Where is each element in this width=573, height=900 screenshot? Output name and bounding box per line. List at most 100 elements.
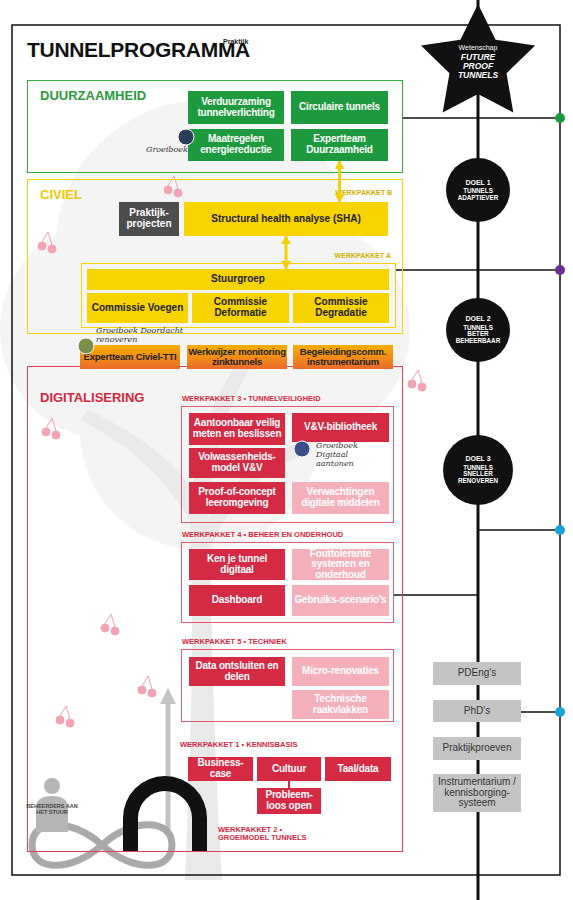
planned-box: Verwachtingen digitale middelen [292, 482, 389, 514]
node-text: Structural health analyse (SHA) [211, 214, 360, 225]
goal-circle: DOEL 3 TUNNELS SNELLER RENOVEREN [443, 435, 513, 505]
process-box: Expertteam Duurzaamheid [291, 129, 388, 161]
node-text: Commissie Deformatie [194, 297, 287, 318]
annotation-label: Praktijk [223, 38, 263, 46]
diagram-title: TUNNELPROGRAMMA [27, 38, 250, 62]
arrow-head [281, 261, 291, 269]
green-dot [555, 113, 565, 123]
connector [289, 781, 290, 788]
node-text: Proof-of-concept leeromgeving [191, 487, 283, 508]
node-text: Verwachtingen digitale middelen [294, 487, 387, 508]
process-box: V&V-bibliotheek [292, 413, 389, 442]
process-box: Cultuur [257, 757, 321, 781]
output-box: Instrumentarium / kennisborging-systeem [433, 774, 521, 812]
connector [281, 236, 291, 269]
node-text: Data ontsluiten en delen [191, 661, 283, 682]
node-text: Circulaire tunnels [299, 102, 380, 113]
goal-circle: DOEL 2TUNNELS BETER BEHEERBAAR [446, 298, 510, 362]
process-box: Data ontsluiten en delen [189, 657, 285, 686]
node-text: Verduurzaming tunnelverlichting [190, 97, 282, 118]
node-text: TUNNELS BETER BEHEERBAAR [452, 325, 504, 345]
process-box: Aantoonbaar veilig meten en beslissen [189, 413, 285, 445]
node-text: Taal/data [338, 764, 379, 775]
tree-watermark [0, 100, 410, 880]
process-box: Commissie Degradatie [293, 293, 389, 323]
node-text: Aantoonbaar veilig meten en beslissen [191, 418, 283, 439]
process-box: Verduurzaming tunnelverlichting [188, 91, 284, 124]
node-text: DOEL 3 [465, 455, 490, 462]
connector [335, 161, 345, 202]
node-text: Expertteam Civiel-TTI [84, 352, 177, 362]
star-fill [421, 4, 535, 113]
node-text: Ken je tunnel digitaal [191, 554, 283, 575]
node-text: Volwassenheids-model V&V [191, 452, 283, 473]
purple-dot [555, 265, 565, 275]
process-box: Ken je tunnel digitaal [189, 549, 285, 580]
process-box: Probleem-loos open [257, 788, 321, 814]
connector-line [285, 236, 288, 269]
process-box: Structural health analyse (SHA) [184, 202, 388, 236]
node-text: PhD's [464, 706, 490, 717]
node-text: Micro-renovaties [302, 666, 379, 677]
output-box: PhD's [433, 700, 521, 722]
tunnel-icon [123, 776, 207, 852]
arrow-head [335, 161, 345, 169]
node-text: Business-case [190, 758, 251, 779]
annotation-label: WERKPAKKET 1 • KENNISBASIS [180, 741, 380, 749]
node-text: PDEng's [458, 668, 497, 679]
star-shape: WetenschapFUTURE PROOF TUNNELS [405, 2, 551, 114]
annotation-label: Groeiboek [146, 146, 186, 155]
node-text: Maatregelen energiereductie [190, 134, 282, 155]
node-text: FUTURE PROOF TUNNELS [445, 53, 511, 80]
blue-dot [555, 525, 565, 535]
planned-box: Technische raakvlakken [292, 690, 389, 719]
section-box: DIGITALISERING WERKPAKKET 3 • TUNNELVEILI… [27, 366, 403, 852]
node-text: Werkwijzer monitoring zinktunnels [188, 347, 286, 367]
annotation-label: Groeiboek Digitaal aantonen [316, 442, 386, 468]
connector-line [338, 161, 341, 202]
node-text: Gebruiks-scenario's [295, 595, 387, 606]
arrow-head [335, 194, 345, 202]
project-box: Praktijk-projecten [119, 202, 179, 236]
process-box: Maatregelen energiereductie [188, 129, 284, 161]
process-box: Commissie Voegen [87, 293, 188, 323]
section-heading: WERKPAKKET B [335, 189, 392, 196]
output-box: Praktijkproeven [433, 737, 521, 760]
section-heading: WERKPAKKET 3 • TUNNELVEILIGHEID [182, 395, 321, 403]
node-text: Technische raakvlakken [294, 694, 387, 715]
node-text: Fouttolerante systemen en onderhoud [294, 549, 387, 581]
node-text: Probleem-loos open [259, 790, 319, 811]
node-text: Dashboard [212, 595, 262, 606]
process-box: Proof-of-concept leeromgeving [189, 482, 285, 514]
blue-dot [555, 707, 565, 717]
node-text: Begeleidingscomm. instrumentarium [294, 347, 392, 367]
process-box: Werkwijzer monitoring zinktunnels [187, 345, 287, 369]
workpackage-box: WERKPAKKET 3 • TUNNELVEILIGHEIDAantoonba… [181, 406, 394, 523]
node-text: Wetenschap [459, 44, 498, 51]
node-text: V&V-bibliotheek [304, 422, 377, 433]
process-box: Commissie Deformatie [192, 293, 289, 323]
process-box: Begeleidingscomm. instrumentarium [293, 345, 393, 369]
growth-arrow [160, 688, 176, 835]
connector-line [288, 781, 290, 788]
planned-box: Micro-renovaties [292, 657, 389, 686]
workpackage-box: WERKPAKKET 5 • TECHNIEKData ontsluiten e… [181, 649, 394, 722]
node-text: Expertteam Duurzaamheid [293, 134, 386, 155]
process-box: Expertteam Civiel-TTI [80, 345, 180, 369]
output-box: PDEng's [433, 662, 521, 685]
section-box: CIVIEL WERKPAKKET B Praktijk-projecten Stru… [27, 179, 403, 334]
node-text: TUNNELS SNELLER RENOVEREN [452, 465, 504, 485]
process-box: Circulaire tunnels [291, 91, 388, 124]
process-box: Stuurgroep [87, 269, 389, 290]
planned-box: Fouttolerante systemen en onderhoud [292, 549, 389, 580]
node-text: Stuurgroep [211, 274, 265, 285]
goal-circle: DOEL 1TUNNELS ADAPTIEVER [446, 158, 510, 222]
section-heading: CIVIEL [40, 188, 82, 202]
node-text: Instrumentarium / kennisborging-systeem [435, 777, 519, 809]
arrow-head [281, 236, 291, 244]
section-heading: WERKPAKKET 5 • TECHNIEK [182, 638, 287, 646]
planned-box: Gebruiks-scenario's [292, 585, 389, 616]
process-box: Dashboard [189, 585, 285, 616]
section-heading: DIGITALISERING [40, 391, 144, 405]
section-heading: WERKPAKKET A [335, 252, 391, 259]
